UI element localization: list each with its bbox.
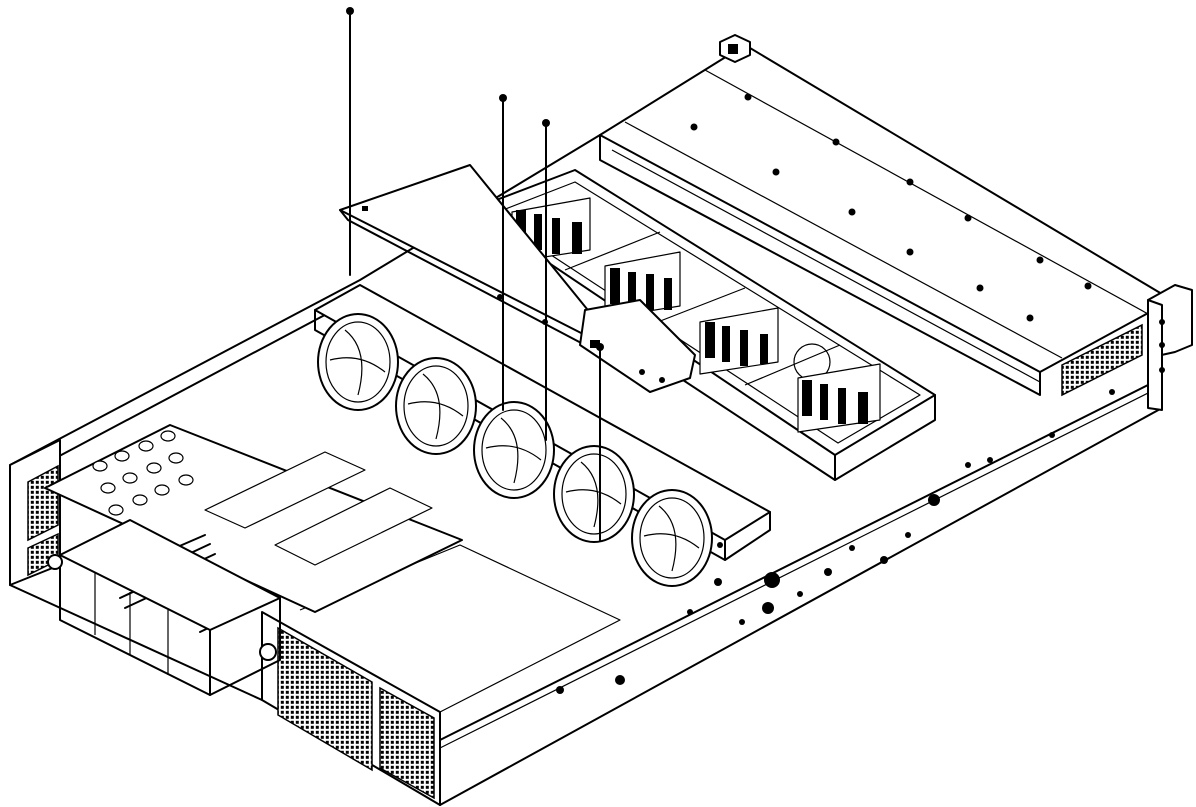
screw (346, 7, 354, 276)
fan-assembly (314, 284, 771, 587)
system-fan (631, 489, 713, 587)
air-shroud (339, 164, 696, 393)
system-fan (553, 445, 635, 543)
system-fan (317, 313, 399, 411)
system-fan (473, 401, 555, 499)
chassis-body (9, 134, 1193, 806)
drive-cage (44, 424, 463, 696)
screw (596, 343, 604, 541)
blower-compartment (469, 169, 936, 481)
blower-fan (797, 363, 881, 433)
blower-fan (604, 251, 681, 319)
screw (542, 119, 550, 441)
blower-fan (699, 307, 831, 381)
system-fan (395, 357, 477, 455)
top-cover (599, 34, 1173, 396)
screw (499, 94, 507, 411)
